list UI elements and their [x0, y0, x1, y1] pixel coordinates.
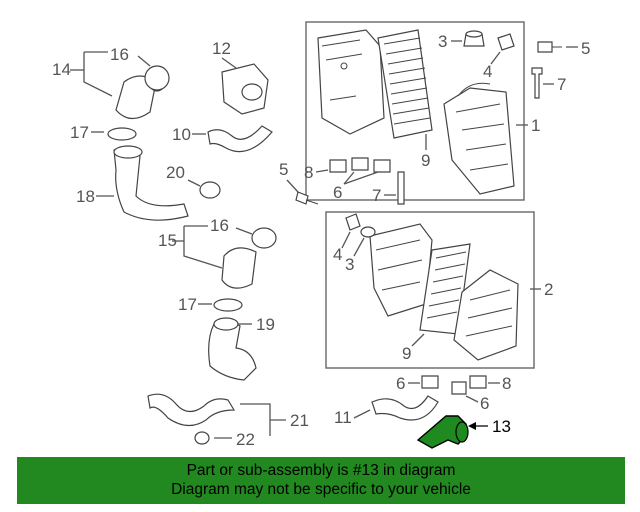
stud-7-top: [531, 67, 543, 99]
assembly-box-1: [305, 21, 525, 201]
callout-5-middle: 5: [279, 160, 288, 179]
air-cleaner-lid: [317, 29, 385, 135]
grommet-set-middle: [329, 157, 391, 173]
callout-3-lower: 3: [345, 255, 354, 274]
callout-3-top: 3: [438, 32, 447, 51]
clamp-17-lower: [213, 298, 243, 312]
callout-8-lower: 8: [502, 374, 511, 393]
callout-13[interactable]: 13: [492, 417, 511, 436]
grommet-6-lower-right: [451, 381, 467, 395]
callout-6-lower-left: 6: [396, 374, 405, 393]
callout-16-lower: 16: [210, 216, 229, 235]
callout-17-lower: 17: [178, 295, 197, 314]
bushing-4-lower: [345, 213, 361, 231]
intake-duct-15: [221, 247, 257, 289]
callout-14: 14: [52, 60, 71, 79]
callout-17-top: 17: [70, 123, 89, 142]
banner-line-2: Diagram may not be specific to your vehi…: [171, 481, 471, 498]
callout-11: 11: [334, 408, 352, 427]
info-banner: Part or sub-assembly is #13 in diagram D…: [17, 457, 625, 504]
callout-20: 20: [166, 163, 185, 182]
clamp-22: [194, 431, 210, 445]
callout-10: 10: [172, 125, 191, 144]
callout-2: 2: [544, 280, 553, 299]
pipe-19: [208, 317, 257, 381]
air-cleaner-body: [443, 82, 515, 195]
parts-diagram: 3 4 5 7 9 1 4 3 9 2 5: [52, 21, 590, 449]
callout-7-middle: 7: [372, 186, 381, 205]
seal-16-top: [144, 65, 170, 91]
air-cleaner-body-lower: [453, 269, 519, 361]
assembly-box-2: [325, 211, 535, 369]
air-cleaner-lid-lower: [369, 223, 433, 317]
stud-7-middle: [397, 171, 405, 205]
callout-16-top: 16: [110, 45, 129, 64]
hose-10: [207, 125, 273, 153]
seal-16-lower: [251, 227, 277, 249]
callout-21: 21: [290, 411, 309, 430]
clamp-17-top: [107, 127, 137, 141]
seal-20: [199, 181, 221, 199]
grommet-3-top: [463, 30, 485, 47]
callout-4-top: 4: [483, 62, 492, 81]
part-13-highlighted[interactable]: [416, 415, 469, 449]
shield-12: [221, 63, 269, 115]
callout-15: 15: [158, 231, 177, 250]
callout-9-top: 9: [421, 151, 430, 170]
callout-4-lower: 4: [333, 245, 342, 264]
grommet-6-lower-left: [421, 375, 439, 389]
callout-6-lower-right: 6: [480, 394, 489, 413]
banner-line-1: Part or sub-assembly is #13 in diagram: [186, 462, 456, 479]
callout-6-middle: 6: [333, 183, 342, 202]
callout-9-lower: 9: [402, 344, 411, 363]
bolt-5-top: [537, 41, 562, 53]
bolt-5-middle: [295, 191, 319, 205]
grommet-8-lower: [469, 375, 487, 389]
callout-18: 18: [76, 187, 95, 206]
callout-8-middle: 8: [304, 163, 313, 182]
intake-pipe-18: [113, 145, 189, 221]
callout-5-top: 5: [581, 39, 590, 58]
callout-22: 22: [236, 430, 255, 449]
hose-11: [371, 395, 439, 421]
bushing-4-top: [497, 33, 515, 51]
callout-12: 12: [212, 39, 231, 58]
grommet-3-lower: [360, 226, 376, 238]
air-filter-element-top: [377, 29, 433, 139]
callout-7-top: 7: [557, 75, 566, 94]
hose-21: [147, 393, 236, 427]
callout-19: 19: [256, 315, 275, 334]
callout-1: 1: [531, 116, 540, 135]
